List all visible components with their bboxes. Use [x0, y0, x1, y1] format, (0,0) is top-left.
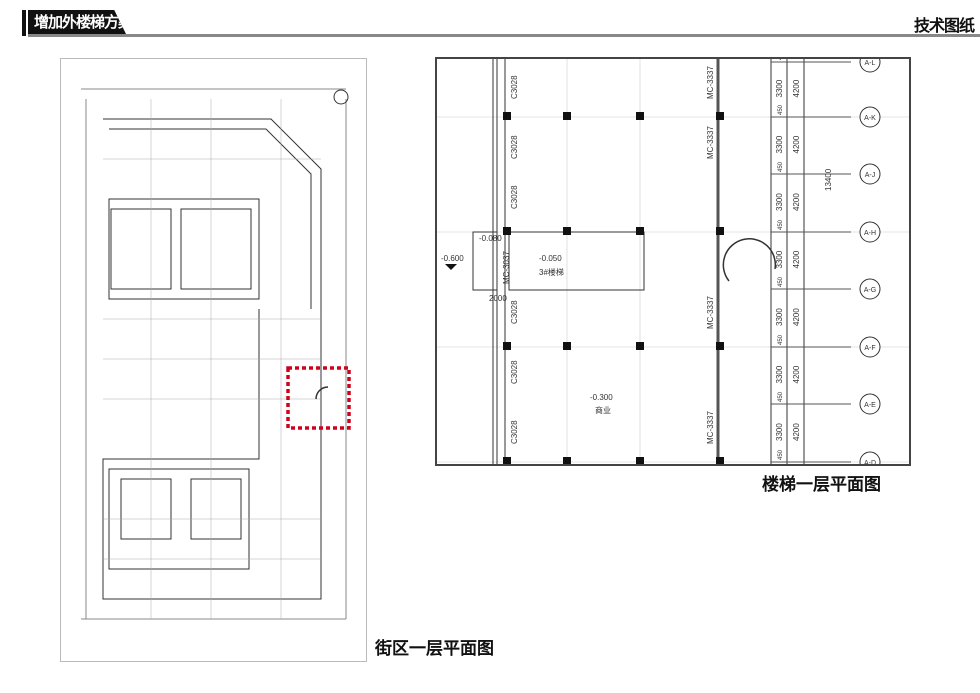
- axis-bubble: [859, 336, 881, 358]
- stair-plan-drawing: -0.600 -0.080 -0.050 3#楼梯 2000 -0.300 商业…: [437, 49, 909, 473]
- dimension-label: 4200: [792, 250, 801, 268]
- axis-bubble: [859, 278, 881, 300]
- window-tag: C3028: [510, 185, 519, 209]
- window-tag: C3028: [510, 300, 519, 324]
- room-shop: 商业: [595, 405, 611, 415]
- header-accent-bar: [22, 10, 26, 36]
- room-stair: 3#楼梯: [539, 267, 564, 277]
- window-tag: C3028: [510, 135, 519, 159]
- dimension-label: 4200: [792, 365, 801, 383]
- dimension-label: 3300: [775, 79, 784, 97]
- window-tag: C3028: [510, 360, 519, 384]
- dimension-label: 450: [778, 391, 784, 402]
- dimension-label: 3300: [775, 308, 784, 326]
- highlight-stair-area: [286, 366, 351, 430]
- dimension-label: 450: [778, 104, 784, 115]
- axis-label: A-G: [864, 287, 876, 294]
- dimension-label: 3300: [775, 423, 784, 441]
- dimension-label: 3300: [775, 193, 784, 211]
- window-tag: C3028: [510, 75, 519, 99]
- door-tag: MC-3337: [706, 411, 715, 444]
- door-tag: MC-3337: [706, 66, 715, 99]
- axis-label: A-D: [864, 460, 876, 464]
- dim-total: 13400: [824, 168, 833, 191]
- axis-bubble: [859, 106, 881, 128]
- dimension-label: 3300: [775, 365, 784, 383]
- door-tag: MC-3337: [706, 296, 715, 329]
- page-title: 增加外楼梯方案设计: [28, 10, 126, 34]
- header-divider: [28, 34, 980, 37]
- door-tag: MC-3337: [706, 126, 715, 159]
- dimension-label: 4200: [792, 423, 801, 441]
- level-shop: -0.300: [590, 393, 613, 402]
- dimension-label: 450: [778, 59, 784, 60]
- block-plan-caption: 街区一层平面图: [375, 639, 494, 659]
- window-tag: C3028: [510, 420, 519, 444]
- spiral-stair-icon: [315, 386, 329, 400]
- stair-plan-caption: 楼梯一层平面图: [762, 475, 881, 495]
- block-floor-plan: [60, 58, 367, 662]
- door-tag: MC-3037: [502, 251, 511, 284]
- axis-label: A-F: [864, 345, 875, 352]
- dimension-label: 450: [778, 334, 784, 345]
- dimension-label: 450: [778, 219, 784, 230]
- level-stair: -0.050: [539, 254, 562, 263]
- axis-label: A-H: [864, 230, 876, 237]
- axis-bubble: [859, 163, 881, 185]
- level-marker-icon: [445, 264, 457, 270]
- dimension-label: 4200: [792, 79, 801, 97]
- section-label: 技术图纸: [913, 16, 975, 35]
- level-outside: -0.600: [441, 254, 464, 263]
- axis-label: A-E: [864, 402, 876, 409]
- block-plan-drawing: [81, 88, 351, 620]
- dimension-label: 4200: [792, 193, 801, 211]
- dimension-label: 4200: [792, 135, 801, 153]
- dimension-label: 3300: [775, 250, 784, 268]
- dim-2000: 2000: [489, 294, 507, 303]
- axis-bubble: [859, 221, 881, 243]
- stair-floor-plan: -0.600 -0.080 -0.050 3#楼梯 2000 -0.300 商业…: [435, 49, 911, 473]
- north-arrow-icon: [333, 89, 349, 105]
- dimension-label: 3300: [775, 135, 784, 153]
- dimension-label: 450: [778, 449, 784, 460]
- axis-label: A-J: [865, 172, 876, 179]
- dimension-label: 4200: [792, 308, 801, 326]
- axis-label: A-K: [864, 115, 876, 122]
- dimension-label: 450: [778, 276, 784, 287]
- axis-bubble: [859, 393, 881, 415]
- dimension-label: 450: [778, 161, 784, 172]
- spiral-stair-icon: [722, 238, 777, 282]
- level-step: -0.080: [479, 234, 502, 243]
- axis-label: A-L: [865, 60, 876, 67]
